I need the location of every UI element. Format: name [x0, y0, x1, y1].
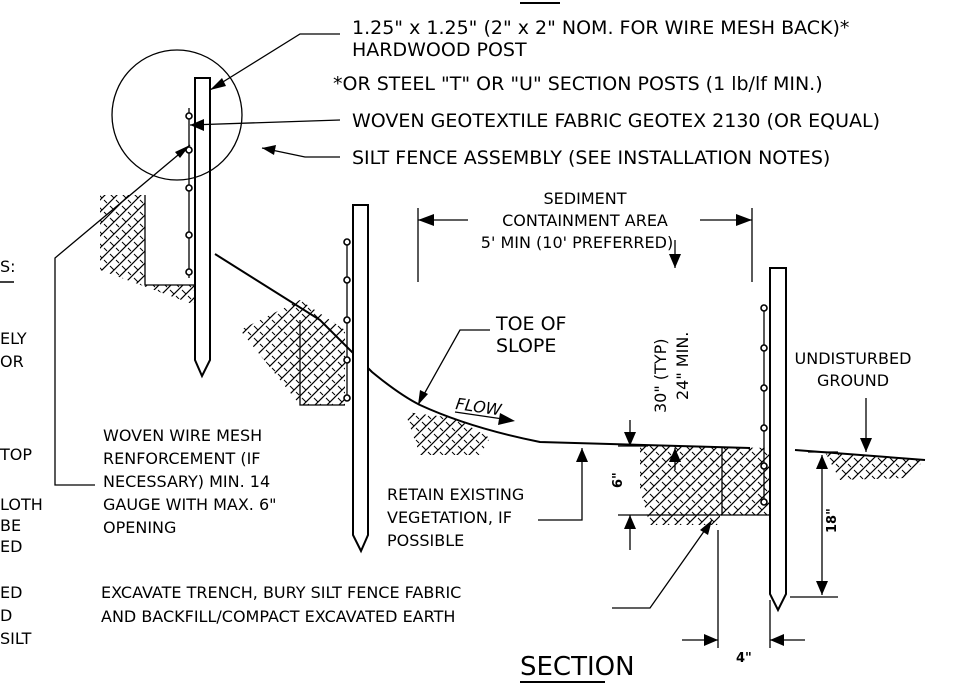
sediment-label-line2: CONTAINMENT AREA [502, 211, 668, 230]
cut-note-1: ELY [0, 329, 27, 348]
cut-note-7: ED [0, 583, 22, 602]
toe-label-line2: SLOPE [496, 335, 556, 357]
arrowhead-assembly [262, 145, 276, 155]
soil-hatch-upper-left [100, 195, 195, 305]
post-callout-line1: 1.25" x 1.25" (2" x 2" NOM. FOR WIRE MES… [352, 17, 849, 39]
sediment-label-line3: 5' MIN (10' PREFERRED) [481, 233, 673, 252]
fabric-callout: WOVEN GEOTEXTILE FABRIC GEOTEX 2130 (OR … [352, 110, 880, 132]
soil-hatch-trench [640, 445, 770, 525]
arrowhead-18-top [816, 455, 828, 469]
cut-note-9: SILT [0, 629, 32, 648]
post-right [769, 267, 787, 613]
arrowhead-undisturbed [860, 438, 872, 452]
cut-note-3: TOP [0, 445, 32, 464]
arrowhead-sediment-left [418, 214, 434, 226]
toe-label-line1: TOE OF [495, 313, 567, 335]
arrowhead-height-bottom [669, 448, 681, 462]
flow-arrowhead [498, 413, 515, 425]
leader-mesh [54, 144, 191, 486]
arrowhead-retain [576, 448, 588, 462]
trench-outline-upper [144, 195, 195, 286]
arrowhead-4-right [770, 634, 784, 646]
mesh-label-line5: OPENING [103, 518, 176, 537]
leader-assembly [261, 147, 340, 158]
dim-18-label: 18" [825, 508, 840, 533]
post-mid [352, 204, 369, 554]
post-callout-line2: HARDWOOD POST [352, 39, 527, 61]
cut-note-5: BE [0, 516, 21, 535]
height-label-line2: 24" MIN. [673, 332, 692, 400]
arrowhead-6-bottom [624, 515, 636, 529]
retain-label-line2: VEGETATION, IF [387, 508, 512, 527]
arrowhead-6-top [624, 432, 636, 446]
height-label-line1: 30" (TYP) [651, 339, 670, 413]
leader-post [209, 33, 340, 91]
flow-label: FLOW [454, 394, 503, 419]
excavate-label-line2: AND BACKFILL/COMPACT EXCAVATED EARTH [101, 607, 455, 626]
arrowhead-mesh [175, 145, 190, 158]
trench-outline-mid [299, 320, 345, 406]
undisturbed-label-line1: UNDISTURBED [795, 349, 912, 368]
cut-note-0: S: [0, 257, 16, 276]
retain-label-line3: POSSIBLE [387, 531, 464, 550]
mesh-label-line1: WOVEN WIRE MESH [103, 426, 262, 445]
arrowhead-toe [418, 390, 428, 405]
excavate-label-line1: EXCAVATE TRENCH, BURY SILT FENCE FABRIC [101, 583, 461, 602]
sediment-label-line1: SEDIMENT [544, 189, 627, 208]
arrowhead-height-top [669, 254, 681, 268]
leader-excavate [612, 519, 713, 609]
retain-label-line1: RETAIN EXISTING [387, 485, 524, 504]
post-upper-left [194, 77, 211, 379]
soil-hatch-toe [405, 412, 490, 455]
arrowhead-excavate [700, 520, 712, 535]
mesh-holes-right [760, 304, 768, 506]
dim-6-label: 6" [611, 472, 626, 488]
leader-fabric [189, 119, 341, 126]
soil-hatch-mid-slope [240, 300, 345, 405]
cut-note-4: LOTH [0, 495, 43, 514]
assembly-callout: SILT FENCE ASSEMBLY (SEE INSTALLATION NO… [352, 147, 830, 169]
arrowhead-4-left [704, 634, 718, 646]
soil-hatch-right [825, 452, 925, 480]
ground-line [214, 253, 751, 449]
arrowhead-sediment-right [736, 214, 752, 226]
leader-retain [538, 448, 583, 521]
detail-circle [111, 49, 243, 181]
leader-toe [417, 329, 490, 406]
steel-post-note: *OR STEEL "T" OR "U" SECTION POSTS (1 lb… [333, 73, 823, 95]
mesh-holes-mid [343, 238, 351, 402]
mesh-label-line2: RENFORCEMENT (IF [103, 449, 261, 468]
mesh-label-line3: NECESSARY) MIN. 14 [103, 472, 270, 491]
undisturbed-label-line2: GROUND [817, 371, 889, 390]
arrowhead-post [210, 78, 226, 90]
section-title: SECTION [520, 652, 635, 682]
arrowhead-18-bottom [816, 581, 828, 595]
cut-note-8: D [0, 606, 12, 625]
dim-4-label: 4" [736, 651, 752, 666]
mesh-label-line4: GAUGE WITH MAX. 6" [103, 495, 277, 514]
cut-note-6: ED [0, 537, 22, 556]
arrowhead-fabric [190, 119, 204, 131]
cut-note-2: OR [0, 352, 24, 371]
